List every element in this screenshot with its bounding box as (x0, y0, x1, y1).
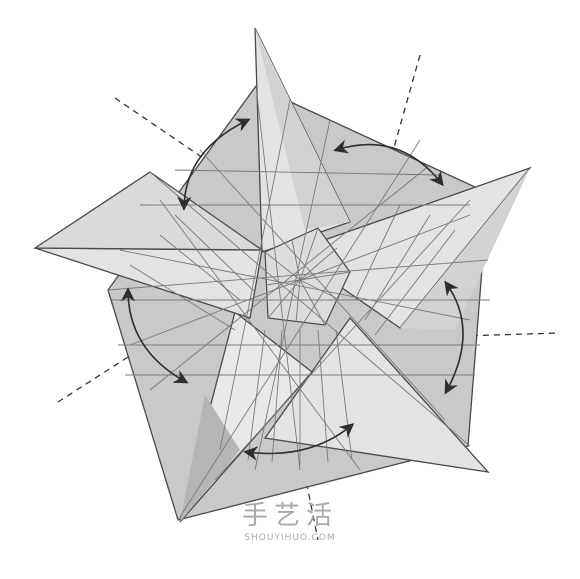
flap-right-shade (400, 168, 530, 330)
curved-double-arrow-icon (333, 139, 444, 187)
watermark-domain: SHOUYIHUO.COM (244, 533, 336, 543)
curved-double-arrow-icon (177, 118, 251, 211)
watermark-title: 手艺活 (241, 501, 338, 531)
watermark: 手艺活 SHOUYIHUO.COM (0, 500, 580, 544)
flap-top-shade (255, 28, 350, 230)
curved-double-arrow-icon (444, 280, 464, 395)
curved-double-arrow-icon (243, 423, 355, 461)
fold-line-top-right (374, 54, 421, 216)
curved-double-arrow-icon (120, 287, 189, 384)
rotation-arrows (120, 118, 464, 461)
flap-left-upper (32, 171, 265, 251)
